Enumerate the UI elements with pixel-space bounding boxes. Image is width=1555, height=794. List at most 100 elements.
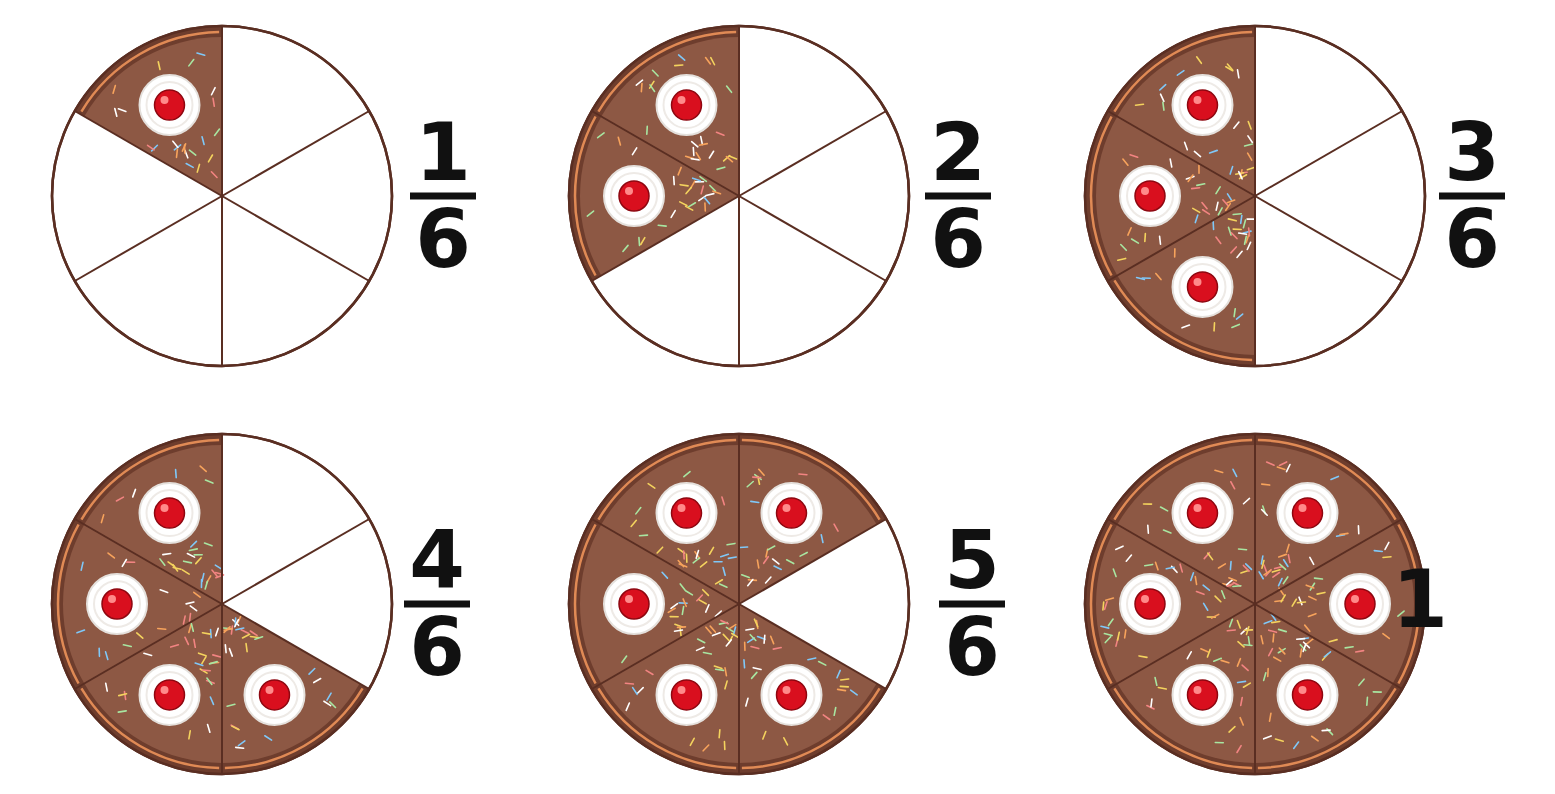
sprinkle — [742, 575, 749, 578]
sprinkle — [1231, 233, 1237, 239]
sprinkle — [1105, 602, 1107, 610]
sprinkle — [1312, 736, 1319, 741]
cherry — [1188, 680, 1218, 710]
sprinkle — [680, 584, 685, 590]
sprinkle — [199, 653, 207, 656]
sprinkle — [189, 731, 190, 739]
sprinkle — [1238, 681, 1246, 682]
sprinkle — [692, 148, 694, 156]
sprinkle — [1277, 467, 1285, 470]
sprinkle — [202, 657, 206, 664]
sprinkle — [696, 551, 698, 559]
sprinkle — [821, 535, 823, 543]
sprinkle — [646, 670, 653, 674]
cream-swirl — [1285, 490, 1331, 536]
sprinkle — [706, 58, 711, 64]
sprinkle — [709, 151, 713, 158]
fraction-numerator: 4 — [409, 521, 465, 601]
sprinkle — [1161, 94, 1164, 101]
sprinkle — [236, 628, 244, 630]
cherry-shine — [1194, 686, 1202, 694]
sprinkle — [1222, 591, 1225, 598]
sprinkle — [77, 630, 85, 633]
sprinkle — [1359, 679, 1364, 685]
sprinkle — [679, 564, 686, 567]
sprinkle — [823, 715, 830, 720]
sprinkle — [1227, 200, 1235, 203]
sprinkle — [213, 655, 221, 657]
sprinkle — [1221, 660, 1229, 662]
sprinkle — [1139, 656, 1147, 657]
cake-outline — [569, 434, 909, 774]
sprinkle — [771, 636, 774, 643]
slice-divider — [1255, 604, 1402, 689]
sprinkle — [191, 623, 193, 631]
slice-divider — [222, 111, 369, 196]
cream-swirl — [147, 82, 193, 128]
sprinkle — [1385, 542, 1389, 549]
cherry-shine — [1141, 187, 1149, 195]
sprinkle — [819, 662, 826, 666]
fraction-numerator: 1 — [415, 113, 471, 193]
sprinkle — [726, 640, 731, 646]
sprinkle — [1116, 546, 1123, 549]
sprinkle — [1213, 323, 1215, 331]
slice-divider — [739, 519, 886, 604]
cream-dollop — [140, 483, 200, 543]
sprinkle — [714, 666, 722, 669]
sprinkle — [729, 156, 736, 159]
sprinkle — [1231, 482, 1235, 489]
sprinkle — [175, 470, 177, 478]
cake-fraction — [1085, 434, 1425, 774]
sprinkle — [1244, 644, 1252, 646]
sprinkle — [689, 203, 696, 207]
sprinkle — [173, 141, 178, 147]
sprinkle — [1223, 200, 1228, 206]
sprinkle — [1214, 658, 1221, 661]
sprinkle — [1233, 213, 1241, 215]
fraction-bar — [1439, 193, 1505, 200]
sprinkle — [1297, 638, 1305, 640]
sprinkle — [229, 649, 232, 656]
cream-dollop — [604, 166, 664, 226]
cream-dollop — [1278, 665, 1338, 725]
sprinkle — [693, 558, 699, 563]
sprinkle — [1170, 159, 1172, 167]
cream-swirl — [664, 490, 710, 536]
cream-swirl — [1180, 264, 1226, 310]
sprinkle — [1248, 228, 1250, 236]
sprinkle — [1383, 634, 1389, 639]
sprinkle — [1245, 144, 1253, 146]
sprinkle — [255, 637, 263, 640]
sprinkle — [1195, 215, 1197, 223]
sprinkle — [1229, 227, 1232, 235]
sprinkle — [184, 145, 186, 153]
sprinkle — [118, 109, 126, 112]
sprinkle — [160, 590, 168, 593]
slice-divider — [221, 434, 223, 604]
cake-fraction — [52, 434, 392, 774]
cream-dollop — [1173, 75, 1233, 135]
sprinkle — [1212, 614, 1219, 618]
sprinkle — [658, 224, 666, 226]
cream-dollop — [657, 665, 717, 725]
sprinkle — [1247, 242, 1250, 249]
sprinkle — [746, 629, 754, 630]
sprinkle — [1264, 565, 1267, 572]
sprinkle — [1267, 462, 1274, 465]
sprinkle — [1230, 562, 1232, 570]
sprinkle — [1218, 208, 1222, 215]
fraction-numerator: 3 — [1444, 113, 1500, 193]
sprinkle — [757, 560, 758, 568]
sprinkle — [1194, 151, 1200, 156]
sprinkle — [1196, 592, 1204, 595]
sprinkle — [210, 697, 213, 704]
sprinkle — [748, 579, 753, 585]
sprinkle — [837, 670, 840, 677]
sprinkle — [227, 704, 235, 706]
cream-dollop — [762, 665, 822, 725]
sprinkle — [202, 633, 210, 634]
cake-fraction — [569, 434, 909, 774]
sprinkle — [144, 653, 152, 655]
